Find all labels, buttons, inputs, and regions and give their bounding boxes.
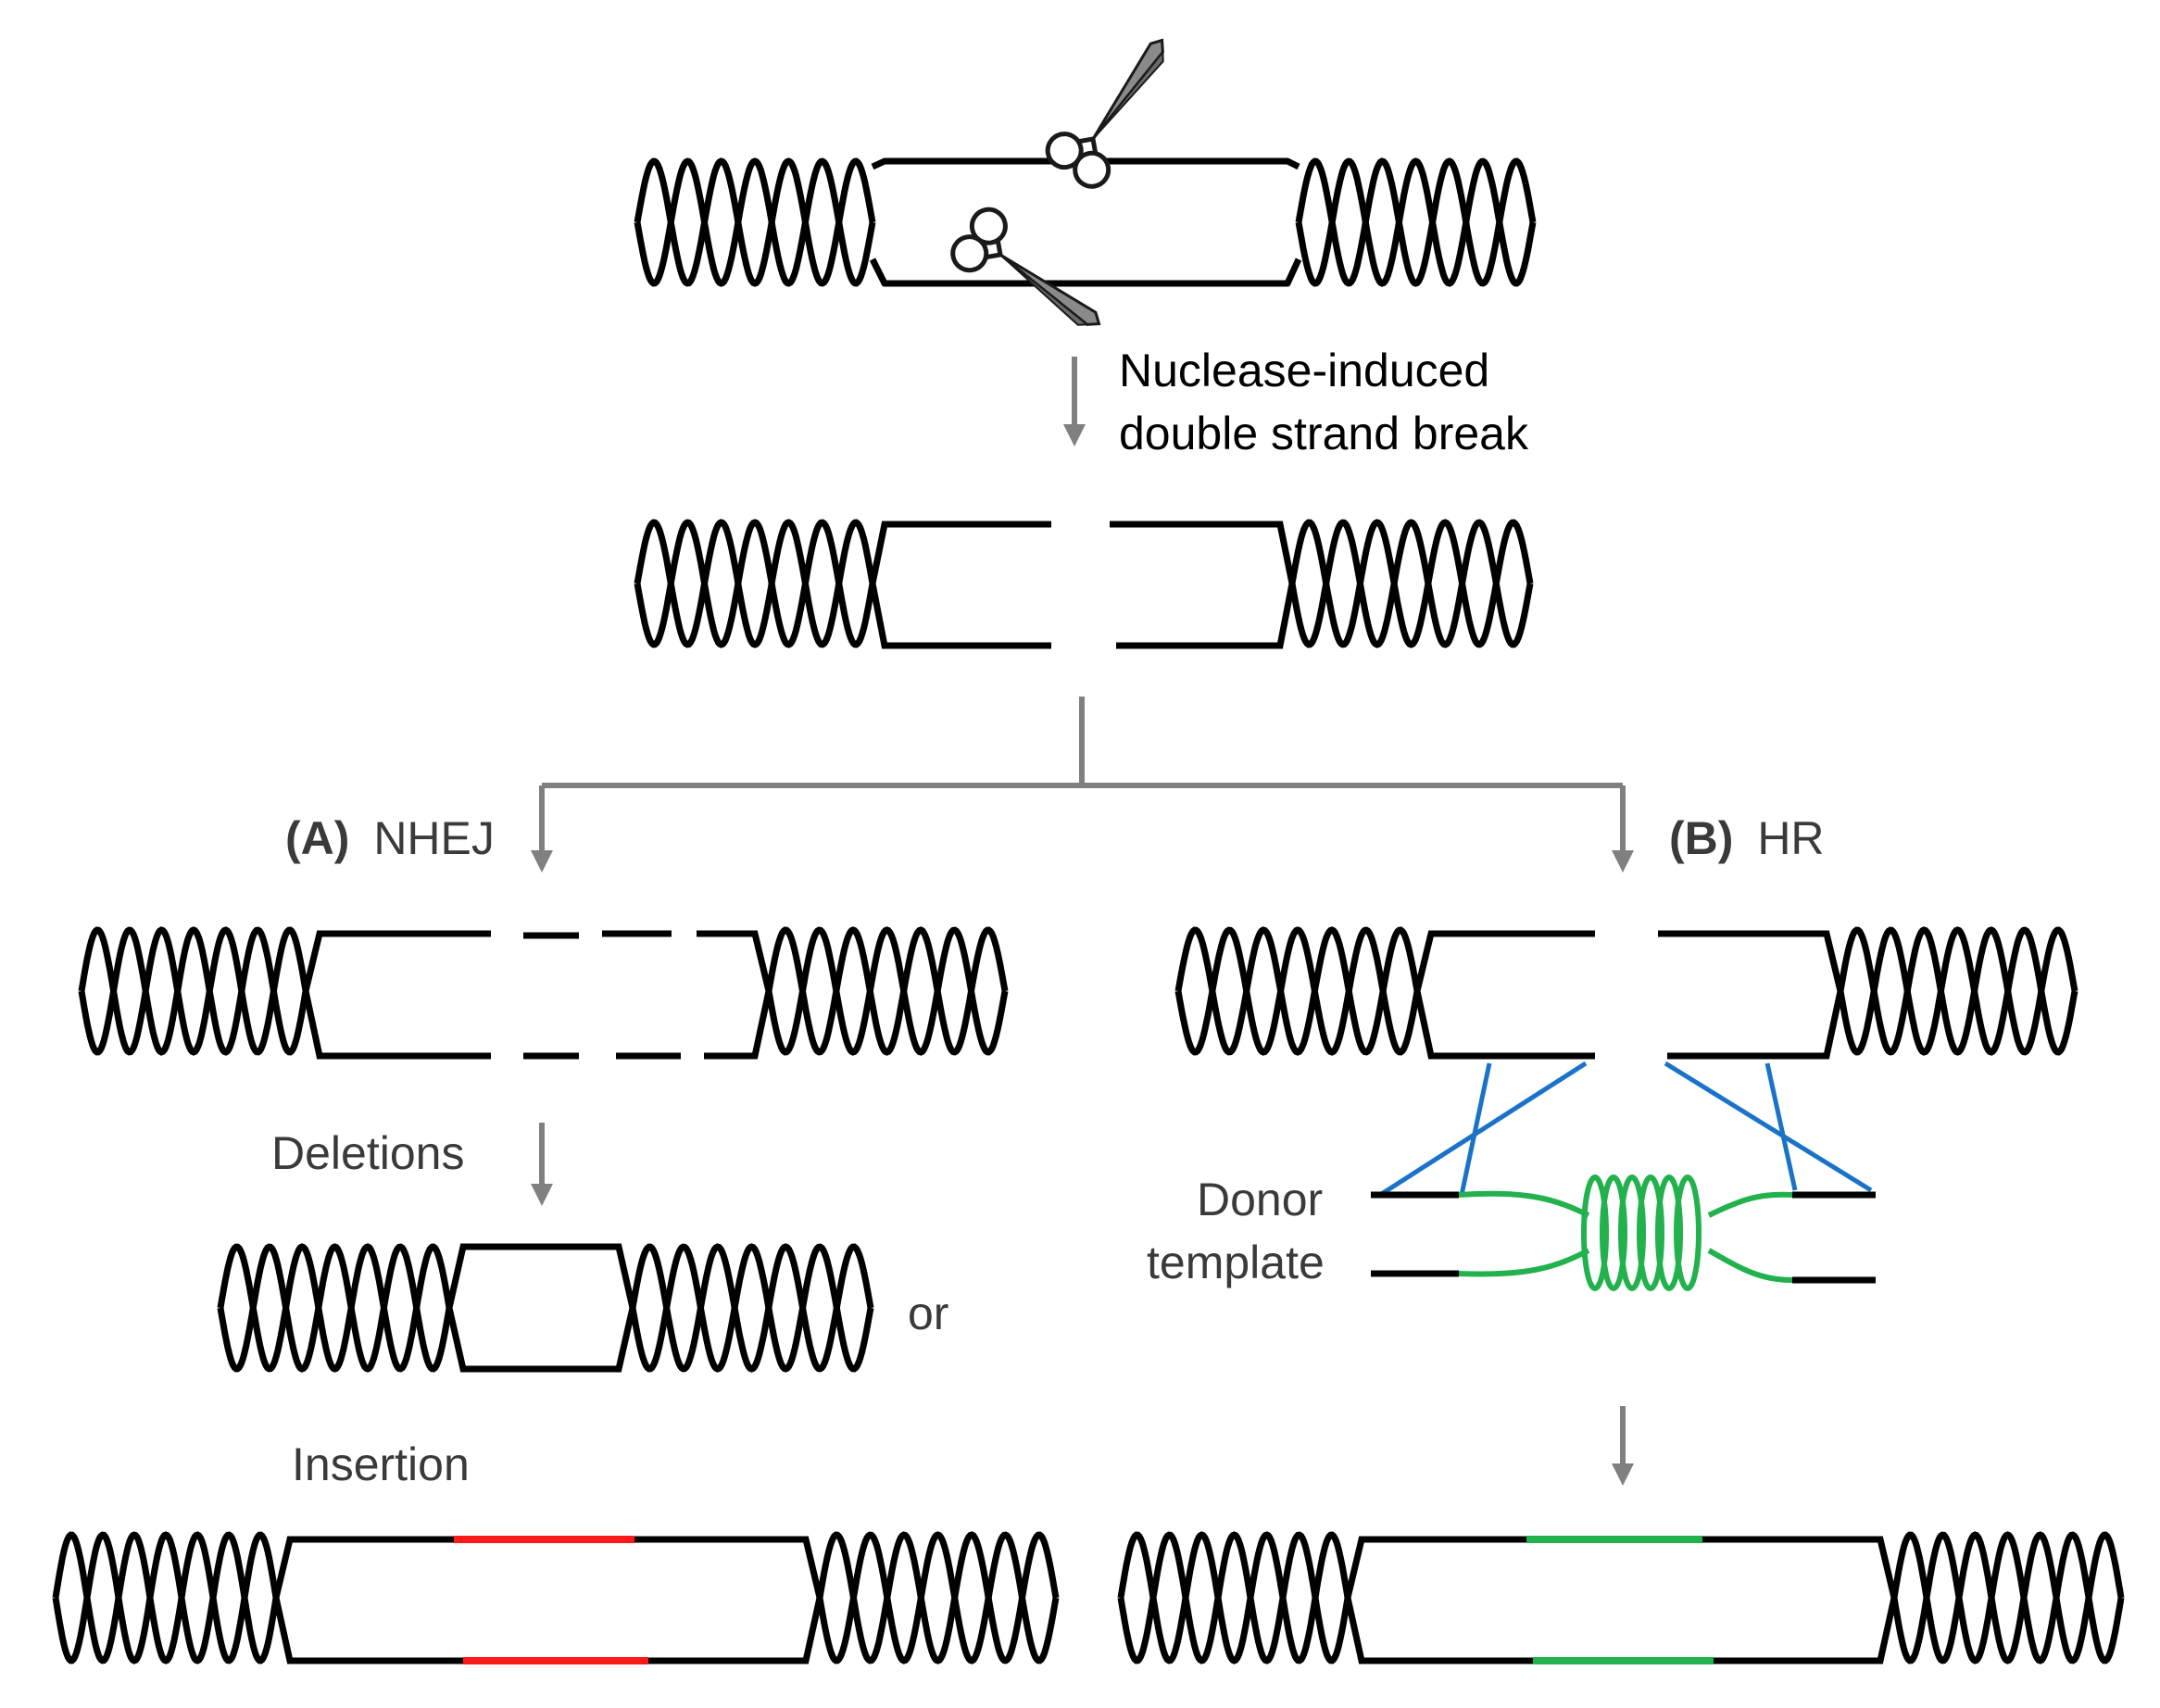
helix-strand	[1174, 926, 1421, 1056]
donor-label-line2: template	[1147, 1237, 1325, 1288]
donor-coil-loop	[1581, 1174, 1609, 1291]
helix-strand	[1837, 926, 2078, 1056]
helix-strand	[1890, 1531, 2125, 1664]
donor-strand-top	[1458, 1190, 1590, 1218]
strand-pairing-lines	[1378, 1061, 1873, 1198]
helix-right	[1295, 157, 1537, 287]
donor-label-line1: Donor	[1197, 1174, 1323, 1225]
nhej-heading: (A) NHEJ	[285, 812, 495, 864]
helix-left	[1117, 1531, 1351, 1664]
donor-coil-loop	[1618, 1174, 1646, 1291]
nuclease-label-line1: Nuclease-induced	[1119, 345, 1489, 396]
helix-strand	[78, 926, 309, 1056]
donor-coil-loop	[1637, 1174, 1664, 1291]
scissors-icon	[1045, 38, 1164, 189]
helix-strand	[78, 926, 309, 1056]
helix-left	[52, 1531, 280, 1664]
dna-strand-bottom-left	[869, 583, 1051, 649]
donor-coils	[1581, 1174, 1702, 1291]
helix-strand	[816, 1531, 1060, 1664]
hr-broken-dna	[1174, 926, 2078, 1060]
helix-strand	[634, 519, 876, 648]
helix-strand	[629, 1243, 874, 1373]
helix-left	[1174, 926, 1421, 1056]
hr-prefix: (B)	[1669, 812, 1733, 864]
helix-left	[78, 926, 309, 1056]
helix-strand	[765, 926, 1009, 1056]
donor-coil-loop	[1655, 1174, 1683, 1291]
dna-strand-top-left	[869, 521, 1051, 584]
nhej-label: NHEJ	[373, 812, 495, 864]
dna-strand-top-right	[1110, 521, 1296, 584]
helix-strand	[1288, 519, 1534, 648]
nhej-prefix: (A)	[285, 812, 349, 864]
helix-right	[765, 926, 1009, 1056]
helix-strand	[634, 157, 876, 287]
scissors-icon	[950, 207, 1101, 326]
nhej-dna	[78, 926, 1009, 1060]
helix-strand	[1295, 157, 1537, 287]
deletion-dna	[217, 1243, 874, 1373]
helix-strand	[1837, 926, 2078, 1056]
branch-connector	[531, 697, 1634, 873]
hr-label: HR	[1757, 812, 1824, 864]
helix-left	[217, 1243, 453, 1373]
helix-left	[634, 157, 876, 287]
helix-right	[1890, 1531, 2125, 1664]
dna-strand-bottom-right	[1116, 583, 1296, 649]
deletions-label: Deletions	[271, 1127, 464, 1179]
donor-strand-bottom-right	[1707, 1248, 1793, 1283]
helix-strand	[1288, 519, 1534, 648]
broken-dna	[634, 519, 1534, 649]
helix-left	[634, 519, 876, 648]
helix-strand	[634, 519, 876, 648]
helix-right	[816, 1531, 1060, 1664]
helix-right	[1837, 926, 2078, 1056]
insertion-dna	[52, 1531, 1060, 1664]
helix-strand	[1117, 1531, 1351, 1664]
helix-strand	[1174, 926, 1421, 1056]
helix-strand	[1295, 157, 1537, 287]
donor-strand-top-right	[1707, 1191, 1793, 1218]
helix-strand	[52, 1531, 280, 1664]
helix-right	[629, 1243, 874, 1373]
donor-template	[1371, 1174, 1876, 1291]
helix-strand	[1117, 1531, 1351, 1664]
donor-coil-loop	[1674, 1174, 1702, 1291]
nuclease-label-line2: double strand break	[1119, 408, 1529, 459]
or-label: or	[908, 1287, 948, 1339]
helix-right	[1288, 519, 1534, 648]
insertion-label: Insertion	[292, 1438, 470, 1490]
donor-coil-loop	[1600, 1174, 1627, 1291]
helix-strand	[634, 157, 876, 287]
hr-repaired-dna	[1117, 1531, 2125, 1664]
helix-strand	[217, 1243, 453, 1373]
helix-strand	[816, 1531, 1060, 1664]
helix-strand	[629, 1243, 874, 1373]
helix-strand	[217, 1243, 453, 1373]
helix-strand	[52, 1531, 280, 1664]
helix-strand	[1890, 1531, 2125, 1664]
donor-strand-bottom	[1458, 1248, 1590, 1277]
helix-strand	[765, 926, 1009, 1056]
hr-heading: (B) HR	[1669, 812, 1825, 864]
dna-strand-bottom	[869, 257, 1302, 287]
